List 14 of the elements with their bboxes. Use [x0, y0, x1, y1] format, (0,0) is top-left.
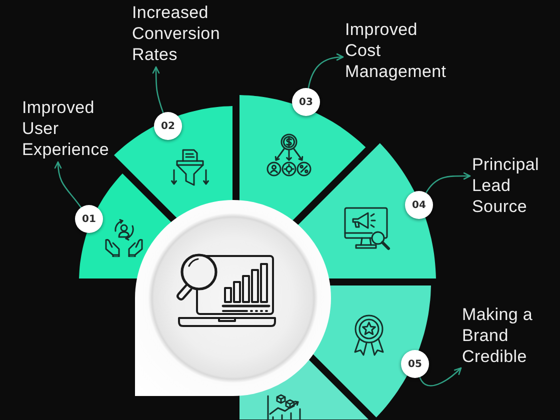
curved-arrow	[419, 367, 462, 386]
curved-arrow	[54, 161, 82, 208]
step-number: 05	[401, 350, 429, 378]
benefit-label: Making a Brand Credible	[462, 304, 548, 367]
benefit-label: Increased Conversion Rates	[132, 2, 220, 65]
benefit-label: Improved User Experience	[22, 97, 110, 160]
curved-arrow	[425, 172, 471, 194]
benefit-label: Principal Lead Source	[472, 154, 539, 217]
benefit-label: Improved Cost Management	[345, 19, 446, 82]
curved-arrow	[308, 54, 344, 89]
step-number: 01	[75, 205, 103, 233]
curved-arrow	[152, 66, 164, 114]
step-number: 03	[292, 88, 320, 116]
step-number: 02	[154, 112, 182, 140]
